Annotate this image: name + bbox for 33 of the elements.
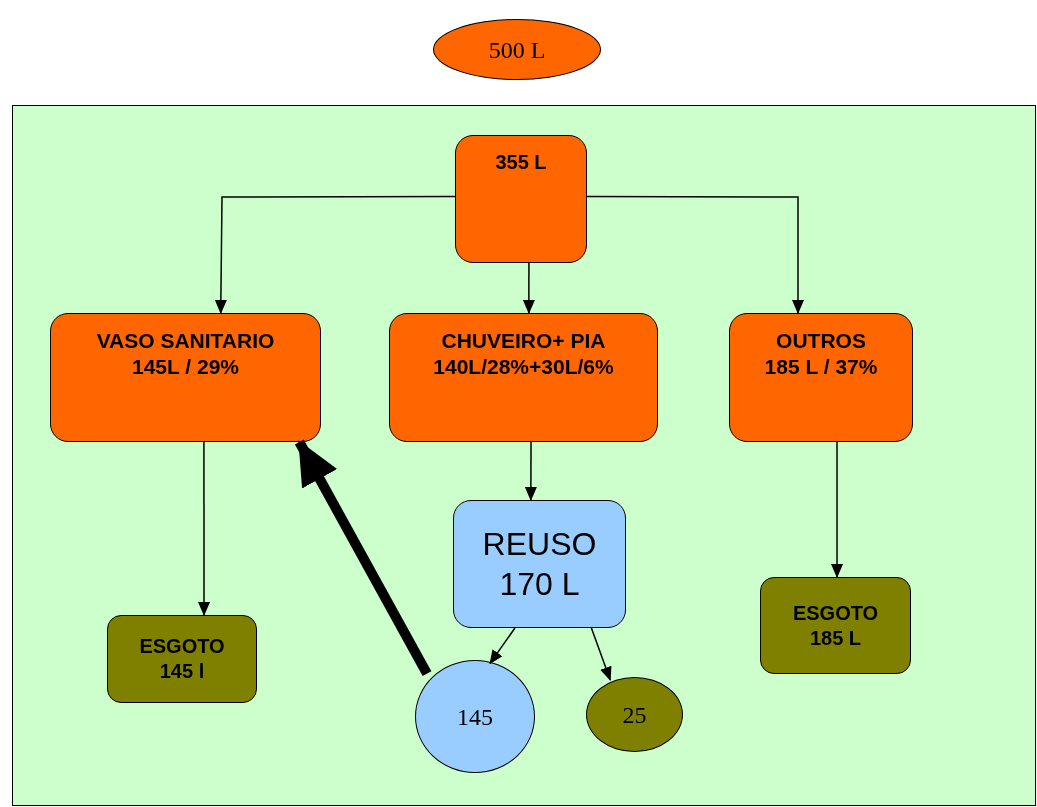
arrow — [198, 441, 211, 616]
process-box — [453, 500, 626, 628]
node-label: CHUVEIRO+ PIA — [441, 328, 606, 354]
node-label: 140L/28%+30L/6% — [433, 354, 614, 381]
arrow — [586, 195, 804, 314]
node-label: ESGOTO — [792, 600, 879, 626]
arrow — [214, 195, 456, 314]
arrow — [831, 441, 843, 578]
process-box — [455, 135, 587, 263]
node-label: 145 l — [159, 659, 205, 684]
node-label: 355 L — [495, 150, 547, 175]
node-label: 145L / 29% — [132, 354, 239, 381]
node-label: 170 L — [499, 565, 580, 604]
process-box — [389, 313, 658, 442]
node-label: ESGOTO — [139, 634, 225, 659]
node-label: OUTROS — [776, 328, 866, 354]
arrow — [294, 439, 432, 676]
background-panel — [12, 105, 1036, 806]
arrow — [489, 627, 516, 665]
process-box — [729, 313, 913, 442]
node-label: REUSO — [482, 525, 597, 564]
node-label: 185 L — [809, 625, 862, 651]
node-label: 185 L / 37% — [764, 354, 878, 381]
arrow — [524, 441, 537, 501]
process-box — [50, 313, 321, 442]
node-label: 25 — [622, 700, 647, 730]
process-box — [107, 615, 257, 703]
node-label: VASO SANITARIO — [96, 328, 275, 354]
arrow — [522, 262, 535, 314]
arrow — [590, 627, 612, 681]
process-box — [760, 577, 911, 674]
node-label: 500 L — [488, 35, 546, 65]
node-label: 145 — [457, 702, 493, 732]
